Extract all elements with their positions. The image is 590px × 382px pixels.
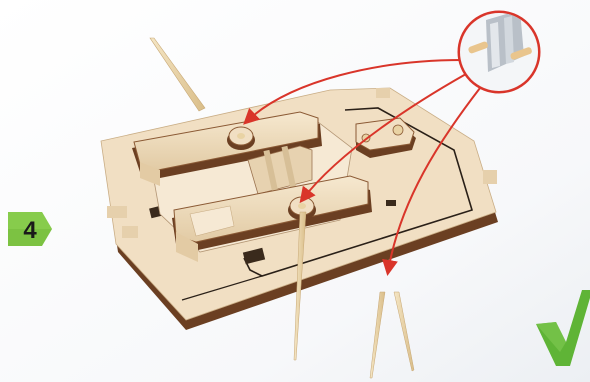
step-number: 4 bbox=[23, 217, 37, 244]
toothpick-detail-callout bbox=[459, 10, 539, 92]
